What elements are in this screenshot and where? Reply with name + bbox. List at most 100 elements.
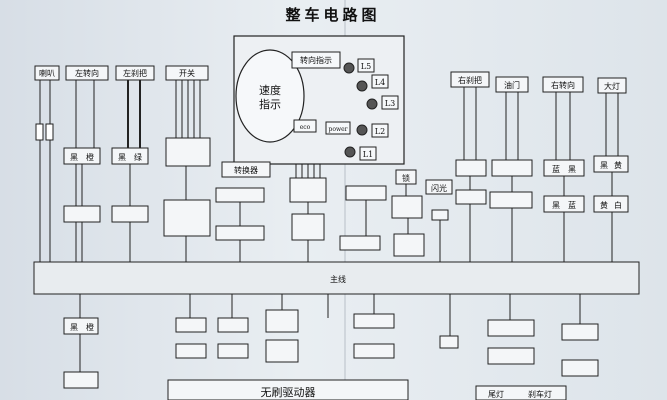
headlight-label-box: 大灯 <box>597 77 627 94</box>
connector-bottom-a <box>175 317 207 333</box>
svg-text:L5: L5 <box>361 62 371 71</box>
lamp-l2: L2 <box>356 123 389 138</box>
throttle-label: 油门 <box>504 80 520 90</box>
bottom-color-2: 橙 <box>86 322 94 332</box>
connector-switch-lower <box>163 199 211 237</box>
speed-gauge <box>235 49 305 143</box>
connector-converter <box>215 187 265 203</box>
right-color-b: 黑 <box>600 161 608 170</box>
right-turn-label: 右转向 <box>551 80 575 90</box>
speed-text-1: 速度 <box>259 83 281 97</box>
headlight-label: 大灯 <box>604 81 620 91</box>
connector-bottom-left-1 <box>63 317 99 335</box>
lamp-l1: L1 <box>344 146 377 161</box>
power-label: power <box>328 126 347 133</box>
right-color-d: 黑 <box>568 165 576 174</box>
connector-bottom-l <box>561 359 599 377</box>
left-color-b: 橙 <box>86 152 94 162</box>
connector-headlight-lower <box>593 195 629 213</box>
horn-terminal <box>35 123 44 141</box>
right-color-e: 黑 <box>552 201 560 210</box>
switch-wires <box>175 80 201 138</box>
left-brake-label: 左刹把 <box>123 68 147 78</box>
right-brake-label: 右刹把 <box>458 75 482 85</box>
connector-bottom-g <box>353 313 395 329</box>
horn-terminal <box>45 123 54 141</box>
connector-bottom-left-2 <box>63 371 99 389</box>
left-turn-label-box: 左转向 <box>65 65 109 81</box>
connector-headlight <box>593 155 629 173</box>
connector-bottom-c <box>217 317 249 333</box>
brake-light-label: 刹车灯 <box>528 389 552 399</box>
main-harness-bar <box>33 261 640 295</box>
connector-right-brake-lower <box>455 189 487 205</box>
connector-converter-lower <box>215 225 265 241</box>
connector-dashboard-lower <box>291 213 325 241</box>
connector-left-brake-lower <box>111 205 149 223</box>
horn-label: 喇叭 <box>39 68 55 78</box>
connector-throttle-lower <box>489 191 533 209</box>
connector-mid-a <box>345 185 387 201</box>
svg-text:L3: L3 <box>385 99 395 108</box>
speed-text-2: 指示 <box>259 97 281 111</box>
tail-light-box <box>475 385 567 400</box>
svg-text:L2: L2 <box>375 127 385 136</box>
turn-indicator-box <box>291 51 341 69</box>
lock-label: 锁 <box>402 173 410 183</box>
terminal-bottom-m <box>439 335 459 349</box>
converter-label: 转换器 <box>234 165 258 175</box>
throttle-label-box: 油门 <box>495 76 529 93</box>
left-turn-label: 左转向 <box>75 68 99 78</box>
connector-throttle <box>491 159 533 177</box>
tail-light-label: 尾灯 <box>488 389 504 399</box>
brushless-controller-label: 无刷驱动器 <box>261 386 316 399</box>
connector-dashboard <box>289 177 327 203</box>
flasher-body <box>431 209 449 221</box>
horn-label-box: 喇叭 <box>34 65 60 81</box>
connector-lock <box>391 195 423 219</box>
right-brake-label-box: 右刹把 <box>450 71 490 88</box>
lamp-l3: L3 <box>366 95 399 110</box>
flasher-label-box <box>425 179 453 195</box>
svg-text:L1: L1 <box>363 150 373 159</box>
connector-bottom-h <box>353 343 395 359</box>
connector-mid-b <box>339 235 381 251</box>
eco-box <box>293 119 317 133</box>
right-color-a: 黄 <box>614 160 622 170</box>
right-color-c: 蓝 <box>552 164 560 174</box>
lamp-l5: L5 <box>343 58 375 74</box>
connector-bottom-i <box>487 319 535 337</box>
turn-indicator-label: 转向指示 <box>300 55 332 65</box>
flasher-label: 闪光 <box>431 183 447 193</box>
connector-bottom-d <box>217 343 249 359</box>
left-color-a: 黑 <box>70 153 78 162</box>
left-color-d: 绿 <box>134 153 142 162</box>
lamp-l4: L4 <box>356 74 389 92</box>
connector-lock-lower <box>393 233 425 257</box>
right-color-f: 蓝 <box>568 200 576 210</box>
diagram-title: 整车电路图 <box>285 6 380 24</box>
converter-label-box <box>221 161 271 178</box>
svg-text:L4: L4 <box>375 78 385 87</box>
brushless-controller-box <box>167 379 409 400</box>
connector-bottom-k <box>561 323 599 341</box>
right-color-g: 黄 <box>600 200 608 210</box>
right-turn-label-box: 右转向 <box>542 76 584 93</box>
connector-bottom-b <box>175 343 207 359</box>
switch-label: 开关 <box>179 68 195 78</box>
connector-right-turn-lower <box>543 195 585 213</box>
connector-left-turn-lower <box>63 205 101 223</box>
left-brake-label-box: 左刹把 <box>115 65 155 81</box>
connector-bottom-e <box>265 309 299 333</box>
connector-bottom-j <box>487 347 535 365</box>
connector-right-turn <box>543 159 585 177</box>
connector-switch-upper <box>165 137 211 167</box>
switch-label-box: 开关 <box>165 65 209 81</box>
main-harness-label: 主线 <box>330 274 346 284</box>
eco-label: eco <box>300 124 311 131</box>
power-box <box>325 121 351 135</box>
connector-bottom-f <box>265 339 299 363</box>
left-color-c: 黑 <box>118 153 126 162</box>
